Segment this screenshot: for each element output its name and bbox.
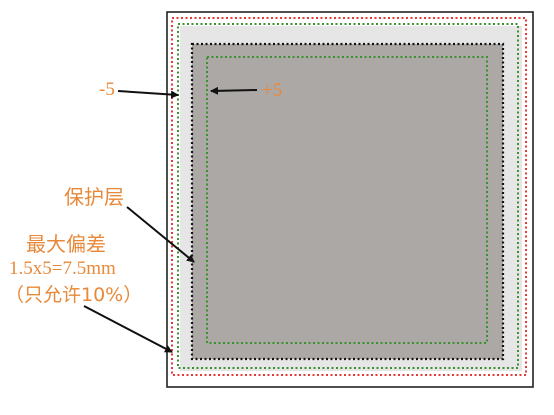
core-block	[192, 44, 503, 359]
label-minus5: -5	[99, 79, 115, 100]
arrow-max-deviation	[83, 305, 173, 353]
label-max-deviation-formula: 1.5x5=7.5mm	[9, 258, 116, 279]
arrow-plus5	[210, 86, 258, 95]
label-protective-layer: 保护层	[64, 185, 124, 209]
label-plus5: +5	[262, 80, 283, 101]
arrow-protective-layer	[126, 206, 195, 263]
black-dotted-core-boundary	[190, 42, 505, 361]
arrow-minus5	[117, 90, 179, 99]
label-max-deviation-title: 最大偏差	[26, 232, 106, 256]
red-dotted-boundary	[171, 17, 527, 376]
green-dotted-inner-boundary	[206, 56, 488, 344]
label-max-deviation-note: （只允许10%）	[5, 284, 143, 306]
